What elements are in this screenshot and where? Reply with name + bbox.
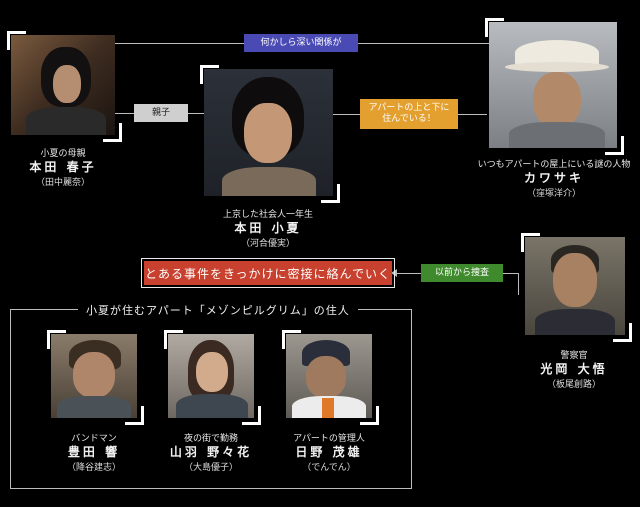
apartment-relation-badge: アパートの上と下に 住んでいる！: [360, 99, 458, 129]
konatsu-role: 上京した社会人一年生: [222, 210, 314, 220]
yamaba-photo: [168, 334, 254, 418]
residents-group-title: 小夏が住むアパート「メゾンピルグリム」の住人: [78, 302, 358, 318]
hino-photo: [286, 334, 372, 418]
mitsuoka-photo: [525, 237, 625, 335]
kawasaki-role: いつもアパートの屋上にいる謎の人物: [477, 160, 631, 170]
hino-actor: （でんでん）: [302, 463, 356, 473]
mitsuoka-role: 警察官: [560, 351, 588, 361]
event-text: とある事件をきっかけに密接に絡んでいく: [144, 261, 392, 285]
event-box: とある事件をきっかけに密接に絡んでいく: [141, 258, 395, 288]
line-mitsuoka-event-v: [518, 273, 519, 295]
haruko-role: 小夏の母親: [40, 149, 86, 159]
yamaba-actor: （大島優子）: [183, 463, 239, 473]
haruko-name: 本田 春子: [29, 160, 97, 174]
kawasaki-photo: [489, 22, 617, 148]
parent-child-badge: 親子: [134, 104, 188, 122]
deep-relation-badge: 何かしら深い関係が: [244, 34, 358, 52]
mitsuoka-actor: （板尾創路）: [546, 380, 602, 390]
kawasaki-actor: （窪塚洋介）: [526, 189, 582, 199]
hino-role: アパートの管理人: [293, 434, 365, 444]
toyoda-photo: [51, 334, 137, 418]
konatsu-actor: （河合優実）: [240, 239, 296, 249]
hino-name: 日野 茂雄: [295, 445, 363, 459]
haruko-actor: （田中麗奈）: [35, 178, 91, 188]
haruko-photo: [11, 35, 115, 135]
toyoda-name: 豊田 響: [67, 445, 121, 459]
toyoda-actor: （降谷建志）: [66, 463, 122, 473]
apartment-relation-line1: アパートの上と下に: [368, 103, 450, 113]
mitsuoka-name: 光岡 大悟: [540, 362, 608, 376]
yamaba-name: 山羽 野々花: [169, 445, 253, 459]
toyoda-role: バンドマン: [71, 434, 117, 444]
konatsu-photo: [204, 69, 333, 196]
yamaba-role: 夜の街で勤務: [183, 434, 239, 444]
apartment-relation-line2: 住んでいる！: [382, 114, 436, 124]
konatsu-name: 本田 小夏: [234, 221, 302, 235]
kawasaki-name: カワサキ: [523, 171, 585, 185]
investigating-badge: 以前から捜査: [421, 264, 503, 282]
